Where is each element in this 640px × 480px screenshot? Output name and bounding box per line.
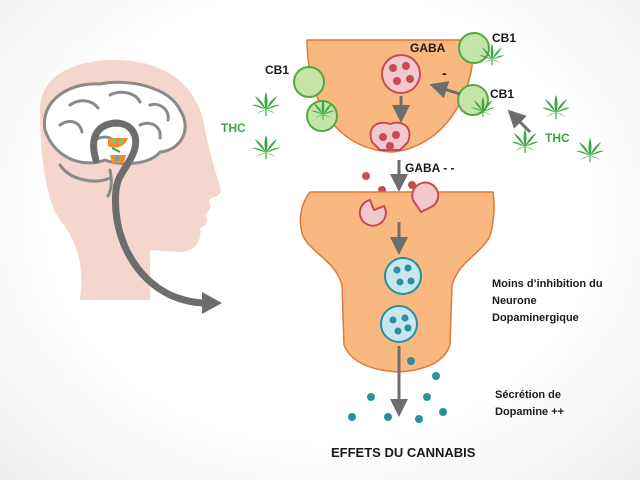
cb1-label-top-right: CB1 [492,31,516,45]
cb1-inhibition-arrow [429,81,461,99]
released-gaba-molecules [362,172,416,194]
inhibition-text-line1: Moins d’inhibition du [492,278,603,290]
minus-sign: - [442,65,447,81]
head-profile-icon [40,60,222,314]
cannabis-leaf-icon [576,138,604,162]
gaba-vesicle-releasing [369,121,411,151]
cannabis-leaf-icon [511,129,539,153]
released-dopamine-molecules [348,357,447,423]
dopamine-vesicle-lower [380,305,418,343]
dopamine-pathway-arrow [90,119,209,307]
thc-binding-arrow [507,109,532,134]
pathway-arrowhead [202,292,222,314]
gaba-label: GABA [410,41,446,55]
cb1-label-right: CB1 [490,87,514,101]
gaba-receptor-left [358,198,387,227]
secretion-text-line1: Sécrétion de [495,389,561,401]
cannabis-leaf-icon [252,92,280,116]
inhibition-text-line2: Neurone [492,295,537,307]
cb1-receptor-left-lower [306,100,338,132]
cannabis-leaf-icon [252,135,280,159]
inhibition-text-line3: Dopaminergique [492,312,579,324]
cb1-receptor-right-upper [458,32,490,64]
presynaptic-gaba-neuron [306,39,475,153]
secretion-text-line2: Dopamine ++ [495,406,564,418]
thc-label-left: THC [221,121,246,135]
gaba-decrease-label: GABA - - [405,161,455,175]
cannabis-leaf-icon [542,95,570,119]
gaba-vesicle-upper [381,54,421,94]
thc-label-right: THC [545,131,570,145]
gaba-receptor-right [411,181,440,214]
mini-synapse-icon [108,138,128,163]
dopamine-vesicle-upper [384,257,422,295]
cb1-label-left: CB1 [265,63,289,77]
cb1-receptor-left-upper [293,66,325,98]
diagram-title: EFFETS DU CANNABIS [331,445,476,460]
